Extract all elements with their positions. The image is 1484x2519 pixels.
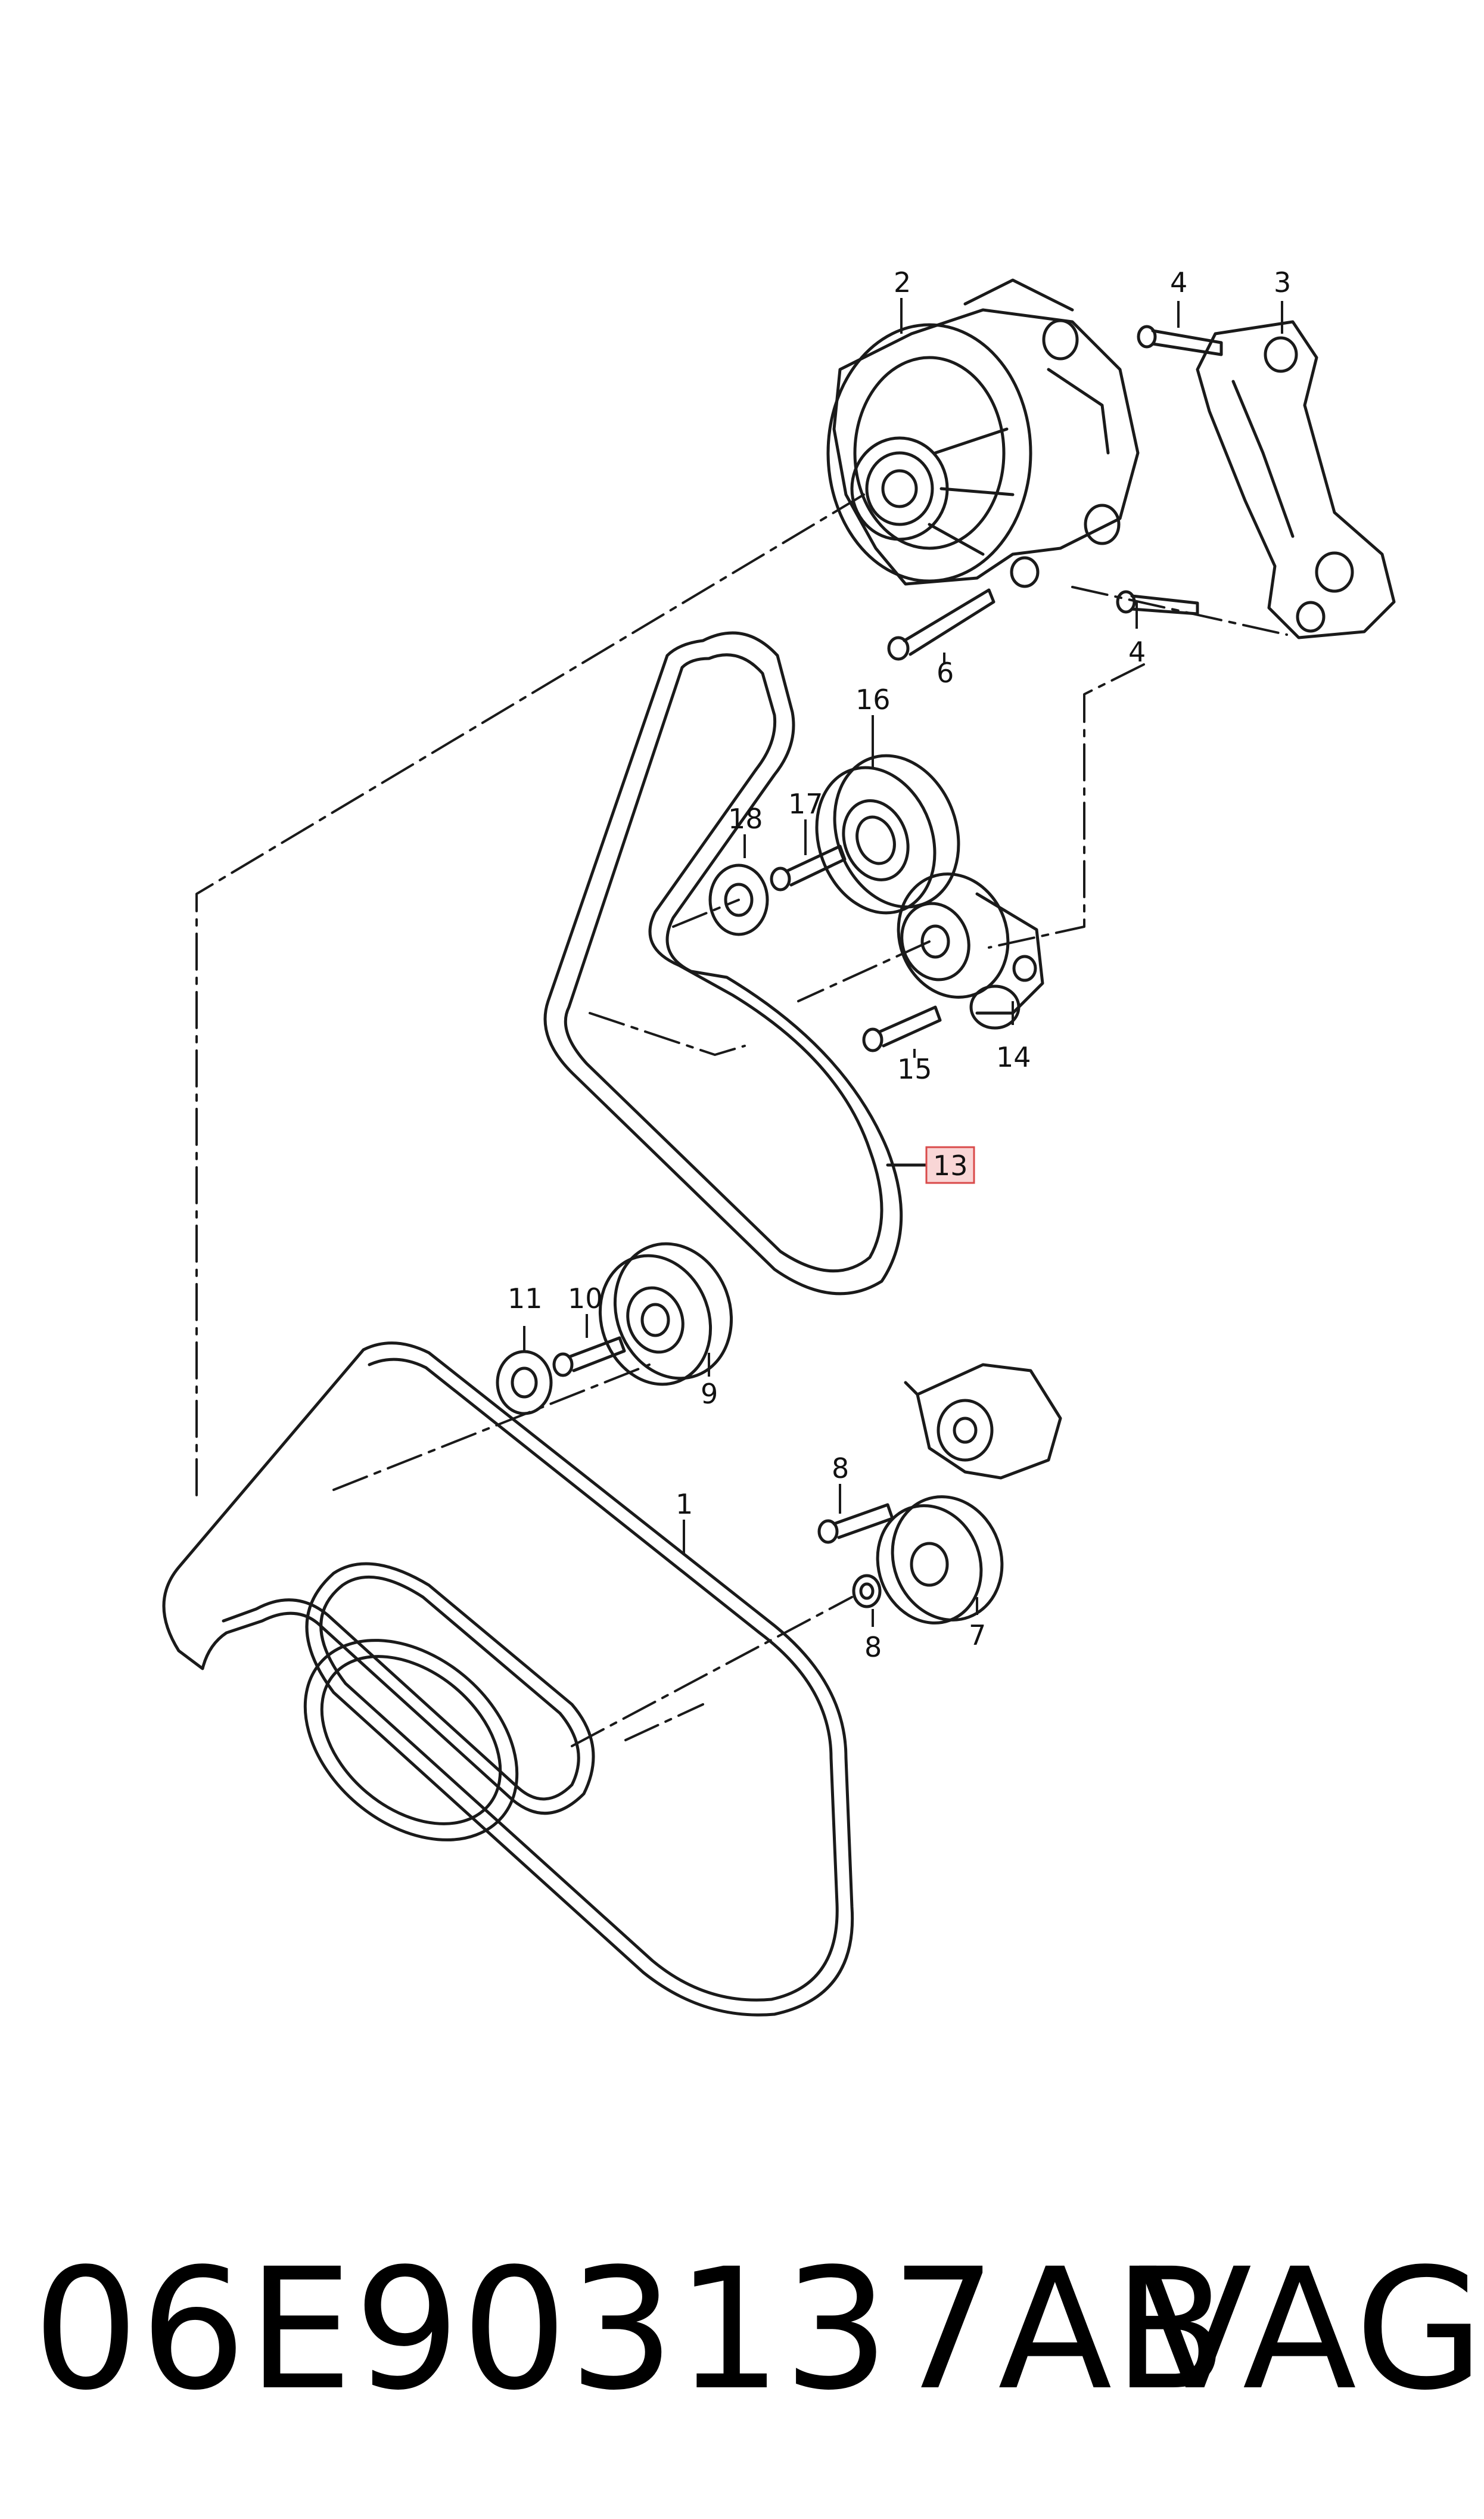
- callout-13-highlight: [925, 1146, 975, 1184]
- belt-1: [162, 1341, 854, 2017]
- callout-2: 2: [894, 266, 911, 299]
- idler-pulley-9: [598, 1242, 733, 1386]
- assembly-lines: [195, 493, 1288, 1747]
- callout-7: 7: [969, 1619, 986, 1651]
- callout-18: 18: [728, 803, 763, 835]
- callout-11: 11: [508, 1282, 543, 1315]
- part-number: 06E903137AB: [33, 2233, 1229, 2427]
- bolt-4-lower: [1116, 590, 1199, 616]
- bolt-15: [862, 1005, 942, 1052]
- idler-pulley-16: [815, 754, 960, 915]
- bolt-10: [552, 1336, 626, 1377]
- tensioner-assembly-7: [876, 1363, 1062, 1625]
- callout-4-lower: 4: [1128, 636, 1146, 668]
- callout-labels: 2 4 3 4 6 16 17 18 14 15 13 11 10 9 8 1 …: [508, 266, 1291, 1663]
- callout-8-lower: 8: [864, 1631, 882, 1663]
- callout-15: 15: [897, 1053, 932, 1085]
- tensioner-14: [897, 872, 1044, 1030]
- bolt-8-upper: [817, 1503, 894, 1544]
- washer-18: [708, 864, 769, 936]
- bolt-4-upper: [1137, 325, 1223, 356]
- callout-1: 1: [676, 1488, 693, 1520]
- belt-13: [543, 631, 903, 1296]
- alternator: [826, 278, 1140, 588]
- callout-6: 6: [937, 657, 954, 689]
- callout-8-upper: 8: [832, 1452, 849, 1484]
- callout-16: 16: [855, 684, 891, 716]
- bolt-6: [887, 588, 995, 661]
- callout-3: 3: [1274, 266, 1291, 299]
- callout-4-upper: 4: [1170, 266, 1187, 299]
- callout-14: 14: [996, 1041, 1031, 1073]
- bolt-17: [770, 844, 847, 892]
- washer-11: [496, 1350, 553, 1415]
- callout-leaders: [523, 298, 1283, 1627]
- callout-17: 17: [788, 788, 823, 820]
- callout-9: 9: [701, 1378, 718, 1410]
- callout-13: 13: [933, 1150, 968, 1182]
- brand-name: VAG: [1138, 2233, 1484, 2427]
- bracket: [1196, 320, 1396, 639]
- callout-10: 10: [568, 1282, 603, 1315]
- nut-8-lower: [852, 1574, 882, 1608]
